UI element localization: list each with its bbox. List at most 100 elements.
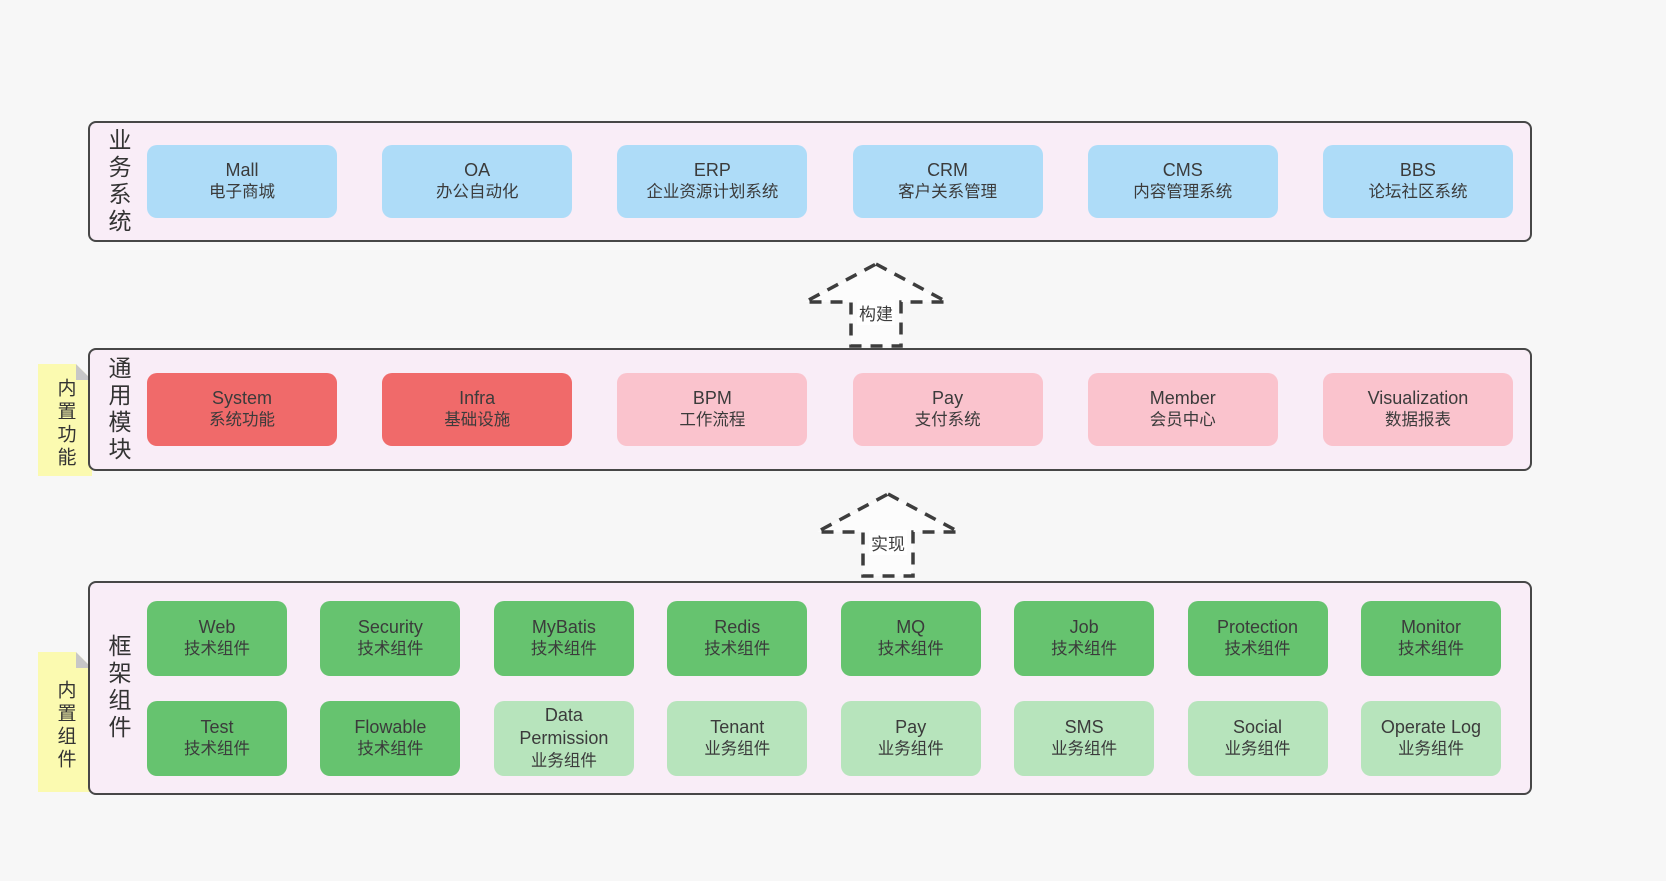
band-title: 框架组件 [105, 634, 131, 742]
node-title: OA [464, 160, 491, 181]
node-title: Test [200, 716, 234, 737]
node-subtitle: 业务组件 [877, 739, 944, 758]
diagram-node-visualization: Visualization 数据报表 [1322, 373, 1513, 446]
node-subtitle: 业务组件 [1224, 739, 1291, 758]
node-subtitle: 基础设施 [444, 411, 511, 430]
node-title: Protection [1217, 616, 1299, 637]
diagram-node-flowable: Flowable 技术组件 [320, 700, 461, 776]
diagram-node-cms: CMS 内容管理系统 [1087, 145, 1278, 218]
framework-row-2: Test 技术组件 Flowable 技术组件 Data Permission 业务组件 T… [147, 700, 1501, 776]
node-subtitle: 业务组件 [704, 739, 771, 758]
diagram-node-mybatis: MyBatis 技术组件 [493, 600, 634, 676]
diagram-node-mall: Mall 电子商城 [147, 145, 337, 218]
node-subtitle: 系统功能 [209, 411, 275, 430]
node-subtitle: 技术组件 [704, 639, 771, 658]
node-subtitle: 会员中心 [1149, 411, 1216, 430]
node-title: Web [198, 616, 236, 637]
node-subtitle: 工作流程 [679, 411, 746, 430]
node-subtitle: 业务组件 [1051, 739, 1118, 758]
up-arrow-build: 构建 [801, 260, 951, 350]
diagram-node-redis: Redis 技术组件 [667, 600, 808, 676]
diagram-node-operate-log: Operate Log 业务组件 [1360, 700, 1501, 776]
diagram-node-security: Security 技术组件 [320, 600, 461, 676]
band-common-modules: 通用模块 System 系统功能 Infra 基础设施 BPM 工作流程 Pay 支付系统 Me… [88, 348, 1532, 471]
arrow-label: 构建 [857, 300, 895, 325]
diagram-node-monitor: Monitor 技术组件 [1360, 600, 1501, 676]
node-title: Infra [459, 388, 496, 409]
diagram-node-sms: SMS 业务组件 [1014, 700, 1155, 776]
sticky-note-label: 内置功能 [54, 378, 76, 470]
diagram-node-erp: ERP 企业资源计划系统 [617, 145, 808, 218]
node-title: BBS [1399, 160, 1436, 181]
node-subtitle: 技术组件 [1397, 639, 1464, 658]
node-title: System [211, 388, 272, 409]
up-arrow-implement: 实现 [813, 490, 963, 580]
node-subtitle: 技术组件 [530, 639, 597, 658]
node-subtitle: 支付系统 [914, 411, 981, 430]
node-subtitle: 客户关系管理 [898, 183, 998, 202]
node-title: ERP [693, 160, 731, 181]
diagram-node-mq: MQ 技术组件 [840, 600, 981, 676]
node-title: Flowable [354, 716, 427, 737]
node-title: BPM [692, 388, 732, 409]
node-subtitle: 数据报表 [1384, 411, 1451, 430]
node-title: Member [1149, 388, 1216, 409]
node-title: Data Permission [519, 704, 609, 749]
node-subtitle: 电子商城 [209, 183, 275, 202]
sticky-note-built-in-components: 内置组件 [38, 652, 92, 792]
node-title: Mall [225, 160, 259, 181]
band-title: 通用模块 [105, 355, 131, 464]
diagram-node-social: Social 业务组件 [1187, 700, 1328, 776]
node-title: SMS [1064, 716, 1104, 737]
diagram-node-data-permission: Data Permission 业务组件 [493, 700, 634, 776]
node-subtitle: 技术组件 [357, 739, 424, 758]
band-title: 业务系统 [105, 127, 131, 236]
diagram-node-member: Member 会员中心 [1087, 373, 1278, 446]
diagram-node-infra: Infra 基础设施 [382, 373, 573, 446]
diagram-node-bbs: BBS 论坛社区系统 [1322, 145, 1513, 218]
diagram-node-system: System 系统功能 [147, 373, 337, 446]
node-title: Pay [932, 388, 964, 409]
node-title: MyBatis [531, 616, 596, 637]
node-subtitle: 技术组件 [357, 639, 424, 658]
node-title: Pay [895, 716, 927, 737]
node-subtitle: 企业资源计划系统 [646, 183, 779, 202]
node-subtitle: 技术组件 [877, 639, 944, 658]
node-subtitle: 技术组件 [184, 639, 250, 658]
node-subtitle: 业务组件 [530, 751, 597, 770]
node-title: MQ [896, 616, 926, 637]
node-title: Visualization [1367, 388, 1469, 409]
node-subtitle: 业务组件 [1397, 739, 1464, 758]
node-subtitle: 论坛社区系统 [1368, 183, 1468, 202]
node-subtitle: 技术组件 [1051, 639, 1118, 658]
sticky-note-label: 内置组件 [54, 680, 76, 772]
diagram-node-pay: Pay 支付系统 [852, 373, 1043, 446]
common-modules-row: System 系统功能 Infra 基础设施 BPM 工作流程 Pay 支付系统 Member 会… [147, 350, 1513, 469]
node-title: Monitor [1400, 616, 1461, 637]
node-title: Tenant [710, 716, 765, 737]
diagram-node-crm: CRM 客户关系管理 [852, 145, 1043, 218]
node-subtitle: 技术组件 [1224, 639, 1291, 658]
sticky-note-built-in-features: 内置功能 [38, 364, 92, 476]
diagram-node-pay: Pay 业务组件 [840, 700, 981, 776]
node-title: Social [1233, 716, 1283, 737]
node-title: CMS [1162, 160, 1203, 181]
diagram-node-protection: Protection 技术组件 [1187, 600, 1328, 676]
diagram-node-test: Test 技术组件 [147, 700, 287, 776]
node-subtitle: 内容管理系统 [1133, 183, 1233, 202]
node-subtitle: 技术组件 [184, 739, 250, 758]
arrow-label: 实现 [869, 530, 907, 555]
node-title: Security [357, 616, 423, 637]
node-title: CRM [927, 160, 969, 181]
diagram-node-bpm: BPM 工作流程 [617, 373, 808, 446]
node-title: Redis [714, 616, 761, 637]
node-title: Operate Log [1380, 716, 1481, 737]
